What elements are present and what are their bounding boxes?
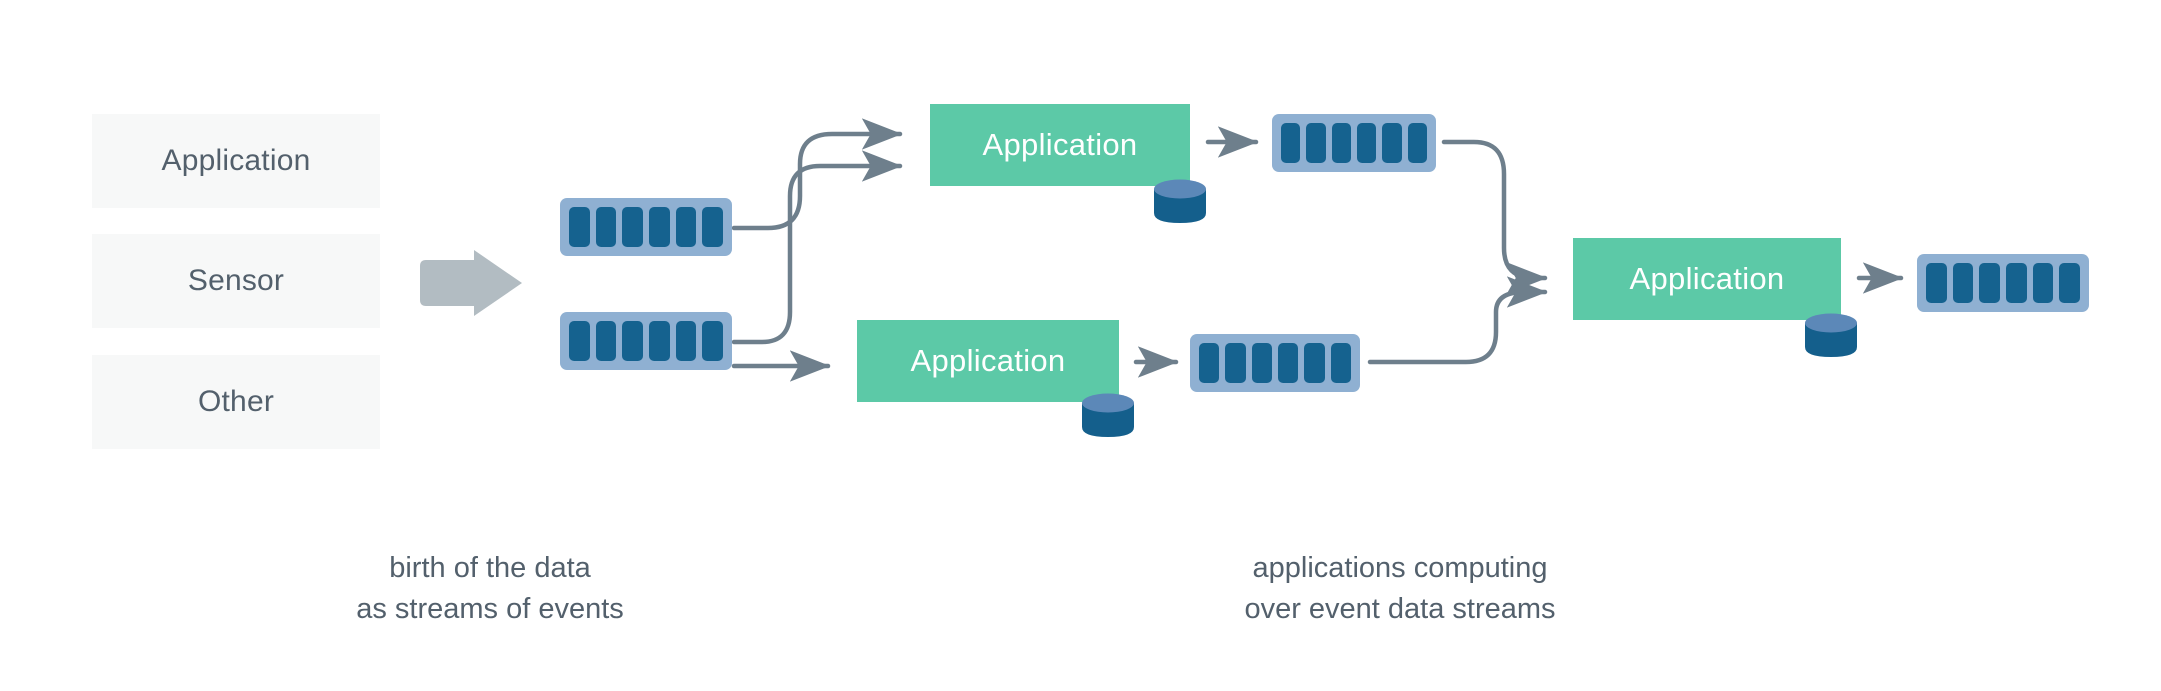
database-icon — [1152, 178, 1208, 229]
stream-partition-bar — [2006, 263, 2027, 303]
stream-partition-bar — [675, 321, 697, 361]
source-box-other[interactable]: Other — [92, 355, 380, 449]
stream-partition-bar — [1251, 343, 1272, 383]
caption-left: birth of the data as streams of events — [356, 552, 624, 626]
application-label: Application — [910, 343, 1066, 378]
source-box-sensor[interactable]: Sensor — [92, 234, 380, 328]
stream-partition-bar — [1277, 343, 1299, 383]
stream-partition-bar — [1225, 343, 1246, 383]
stream-partition-bar — [595, 321, 617, 361]
stream-partition-bar — [1330, 343, 1351, 383]
stream-partition-bar — [569, 207, 590, 247]
stream-partition-bar — [1356, 123, 1377, 163]
application-box[interactable]: Application — [1573, 238, 1841, 320]
connector-arrow — [1367, 276, 1548, 365]
stream-partition-bar — [1382, 123, 1402, 163]
stream-partition-bar — [702, 207, 724, 247]
application-box[interactable]: Application — [857, 320, 1119, 402]
stream-partition-bar — [1331, 123, 1351, 163]
source-box-application[interactable]: Application — [92, 114, 380, 208]
stream-partition-bar — [649, 321, 670, 361]
stream-partition-bar — [1407, 123, 1427, 163]
caption-right: applications computing over event data s… — [1244, 552, 1556, 626]
source-box-label: Application — [161, 144, 311, 177]
stream-partition-bar — [1304, 343, 1325, 383]
stream-partition-bar — [1952, 263, 1974, 303]
application-label: Application — [1629, 261, 1785, 296]
stream-partition-bar — [595, 207, 617, 247]
database-icon — [1803, 312, 1859, 363]
application-box[interactable]: Application — [930, 104, 1190, 186]
connector-arrow — [1441, 139, 1548, 294]
stream-partition-bar — [2032, 263, 2054, 303]
stream-block[interactable] — [1190, 334, 1360, 392]
stream-partition-bar — [2059, 263, 2081, 303]
stream-block[interactable] — [1917, 254, 2089, 312]
stream-partition-bar — [1199, 343, 1220, 383]
source-box-label: Sensor — [187, 264, 285, 297]
application-label: Application — [982, 127, 1138, 162]
stream-partition-bar — [1281, 123, 1301, 163]
stream-partition-bar — [702, 321, 724, 361]
connector-arrow — [731, 118, 903, 231]
stream-partition-bar — [1979, 263, 2001, 303]
connector-arrow — [731, 150, 903, 345]
stream-block[interactable] — [560, 312, 732, 370]
stream-partition-bar — [622, 321, 644, 361]
ingest-arrow-icon — [416, 248, 526, 323]
stream-partition-bar — [675, 207, 697, 247]
stream-block[interactable] — [1272, 114, 1436, 172]
database-icon — [1080, 392, 1136, 443]
stream-partition-bar — [569, 321, 590, 361]
stream-partition-bar — [1306, 123, 1326, 163]
stream-partition-bar — [649, 207, 670, 247]
stream-partition-bar — [1926, 263, 1947, 303]
source-box-label: Other — [197, 385, 275, 418]
stream-partition-bar — [622, 207, 644, 247]
stream-block[interactable] — [560, 198, 732, 256]
